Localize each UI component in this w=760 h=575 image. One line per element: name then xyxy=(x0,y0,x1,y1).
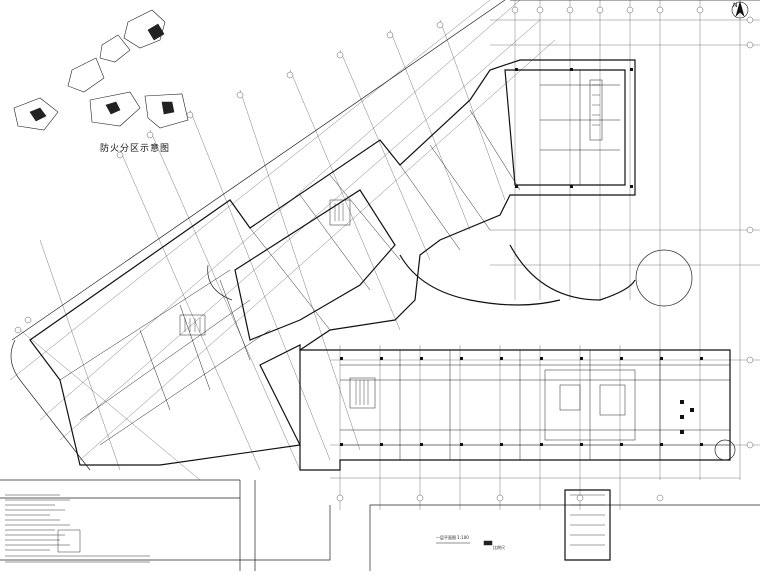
north-arrow xyxy=(731,0,749,19)
axis-bubbles xyxy=(14,6,754,502)
key-plan-2 xyxy=(99,34,131,63)
scale-bar xyxy=(436,540,493,546)
fire-zone-legend-title: 防火分区示意图 xyxy=(100,144,171,154)
fire-zone-key-plans xyxy=(13,9,189,131)
north-label: N xyxy=(733,2,738,9)
key-plan-6 xyxy=(144,93,189,129)
key-plan-4 xyxy=(13,97,59,131)
columns xyxy=(340,68,703,446)
grid-lines xyxy=(9,0,556,481)
scale-caption: 比例尺 xyxy=(493,545,505,550)
key-plan-3 xyxy=(67,57,105,93)
drawing-title: 一层平面图 1:100 xyxy=(436,535,469,540)
general-notes xyxy=(5,494,150,563)
stair-hatches xyxy=(184,84,605,546)
key-plan-5 xyxy=(89,91,141,127)
interior-walls xyxy=(59,70,730,460)
key-plan-1 xyxy=(123,9,166,49)
